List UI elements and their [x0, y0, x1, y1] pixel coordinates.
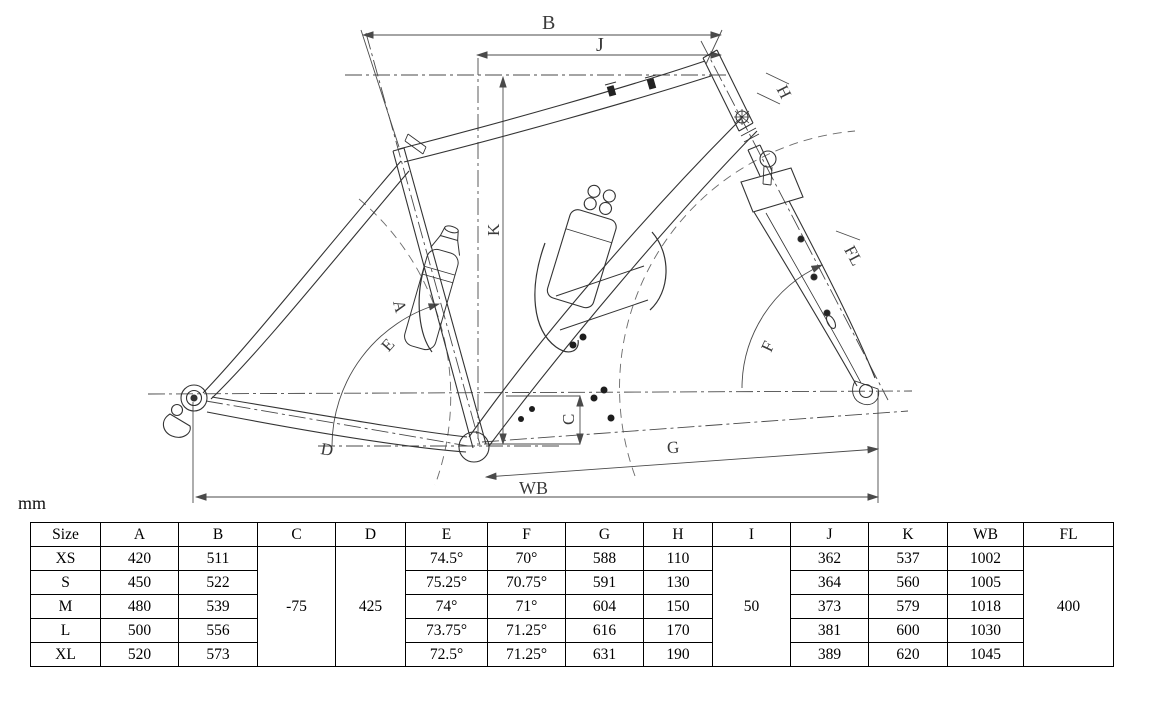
merged-cell: 400 [1023, 546, 1114, 667]
table-cell: 1045 [947, 642, 1024, 667]
label-wheelbase: WB [519, 478, 548, 498]
bike-geometry-diagram: B J K A E F H C D G WB FL [147, 12, 913, 503]
table-cell: 511 [178, 546, 258, 571]
table-cell: 1002 [947, 546, 1024, 571]
table-cell: 74° [405, 594, 488, 619]
table-cell: 537 [868, 546, 948, 571]
table-cell: 604 [565, 594, 644, 619]
table-cell: 500 [100, 618, 179, 643]
units-label: mm [18, 493, 47, 513]
dimension-lines [192, 29, 880, 503]
table-cell: 75.25° [405, 570, 488, 595]
table-cell: 579 [868, 594, 948, 619]
merged-cell: 425 [335, 546, 406, 667]
centerlines [147, 32, 913, 450]
column-header: A [100, 522, 179, 547]
column-header: B [178, 522, 258, 547]
table-cell: 73.75° [405, 618, 488, 643]
column-header: I [712, 522, 791, 547]
table-cell: 389 [790, 642, 869, 667]
table-cell: 71° [487, 594, 566, 619]
table-cell: 450 [100, 570, 179, 595]
label-fork-length: FL [840, 242, 866, 268]
table-cell: 381 [790, 618, 869, 643]
table-cell: 556 [178, 618, 258, 643]
frame-drawing [162, 49, 880, 463]
column-header: C [257, 522, 336, 547]
table-cell: XL [30, 642, 101, 667]
column-header: F [487, 522, 566, 547]
label-chainstay: D [319, 439, 334, 460]
table-cell: 1018 [947, 594, 1024, 619]
table-cell: 362 [790, 546, 869, 571]
column-header: Size [30, 522, 101, 547]
table-cell: 1005 [947, 570, 1024, 595]
label-head-tube-angle: F [757, 338, 778, 355]
label-effective-top-tube: B [542, 12, 555, 34]
table-cell: 70° [487, 546, 566, 571]
dimension-labels: B J K A E F H C D G WB FL [319, 12, 866, 498]
wheel-outlines [358, 130, 856, 486]
label-stack: K [484, 223, 503, 236]
label-seat-tube-angle: E [377, 335, 398, 355]
table-cell: 72.5° [405, 642, 488, 667]
table-cell: 74.5° [405, 546, 488, 571]
table-cell: 620 [868, 642, 948, 667]
merged-cell: 50 [712, 546, 791, 667]
table-cell: 631 [565, 642, 644, 667]
table-cell: 420 [100, 546, 179, 571]
label-seat-tube-length: A [389, 298, 411, 315]
column-header: WB [947, 522, 1024, 547]
label-head-tube-length: H [773, 82, 796, 102]
table-cell: 616 [565, 618, 644, 643]
table-cell: 190 [643, 642, 713, 667]
table-cell: 373 [790, 594, 869, 619]
column-header: J [790, 522, 869, 547]
column-header: H [643, 522, 713, 547]
column-header: FL [1023, 522, 1114, 547]
table-cell: 560 [868, 570, 948, 595]
table-cell: M [30, 594, 101, 619]
table-cell: 70.75° [487, 570, 566, 595]
table-cell: XS [30, 546, 101, 571]
table-cell: 170 [643, 618, 713, 643]
table-cell: 591 [565, 570, 644, 595]
column-header: D [335, 522, 406, 547]
table-cell: 71.25° [487, 642, 566, 667]
table-cell: 110 [643, 546, 713, 571]
table-cell: 130 [643, 570, 713, 595]
table-cell: L [30, 618, 101, 643]
label-bb-drop: C [559, 414, 578, 425]
column-header: E [405, 522, 488, 547]
table-cell: 71.25° [487, 618, 566, 643]
table-cell: 364 [790, 570, 869, 595]
table-cell: S [30, 570, 101, 595]
table-cell: 1030 [947, 618, 1024, 643]
table-cell: 522 [178, 570, 258, 595]
table-cell: 573 [178, 642, 258, 667]
table-cell: 480 [100, 594, 179, 619]
table-cell: 520 [100, 642, 179, 667]
merged-cell: -75 [257, 546, 336, 667]
table-cell: 150 [643, 594, 713, 619]
column-header: G [565, 522, 644, 547]
table-cell: 539 [178, 594, 258, 619]
label-reach: J [596, 34, 604, 56]
table-cell: 588 [565, 546, 644, 571]
table-cell: 600 [868, 618, 948, 643]
column-header: K [868, 522, 948, 547]
label-front-center: G [666, 438, 680, 458]
